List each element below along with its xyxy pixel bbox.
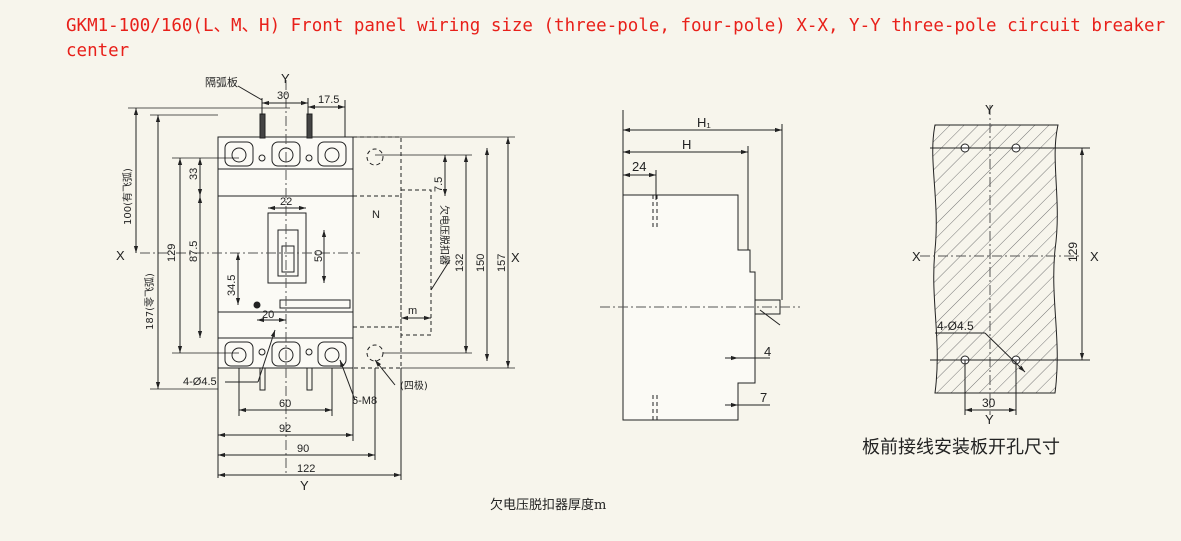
arc-plate-label: 隔弧板: [205, 75, 238, 89]
panel-dim-30: 30: [982, 396, 996, 410]
dim-7-5: 7.5: [433, 177, 445, 192]
dim-30: 30: [277, 90, 289, 102]
dim-20: 20: [262, 309, 274, 321]
label-n: N: [372, 209, 380, 221]
dim-7: 7: [760, 390, 767, 405]
panel-axis-x-right: X: [1090, 249, 1099, 264]
dim-87-5: 87.5: [188, 241, 200, 262]
dim-h: H: [682, 137, 691, 152]
label-uv: 欠电压脱扣器: [438, 205, 451, 265]
dim-100: 100(有飞弧): [121, 168, 134, 225]
side-view-labels: H₁ H 24 4 7: [632, 115, 771, 405]
panel-dim-hole: 4-Ø4.5: [937, 319, 974, 333]
dim-24: 24: [632, 159, 646, 174]
panel-axis-y-bottom: Y: [985, 412, 994, 427]
panel-caption: 板前接线安装板开孔尺寸: [862, 437, 1060, 458]
dim-hole: 4-Ø4.5: [183, 376, 217, 388]
front-view-labels: 隔弧板 Y 30 17.5 100(有飞弧) 187(零飞弧) 33 129 8…: [116, 71, 520, 493]
dim-132: 132: [454, 254, 466, 272]
dim-17-5: 17.5: [318, 94, 339, 106]
panel-axis-y-top: Y: [985, 102, 994, 117]
dim-129: 129: [166, 244, 178, 262]
panel-view-labels: Y X X 129 4-Ø4.5 30 Y: [912, 102, 1099, 427]
dim-34-5: 34.5: [226, 275, 238, 296]
page-title: GKM1-100/160(L、M、H) Front panel wiring s…: [66, 16, 1176, 61]
front-view: [128, 80, 515, 480]
dim-157: 157: [496, 254, 508, 272]
front-caption: 欠电压脱扣器厚度m: [490, 498, 607, 513]
dim-m8: 6-M8: [352, 395, 377, 407]
dim-150: 150: [475, 254, 487, 272]
four-pole-label: (四极): [400, 379, 428, 392]
axis-x-right: X: [511, 250, 520, 265]
dim-60: 60: [279, 398, 291, 410]
dim-4: 4: [764, 344, 771, 359]
side-view: [600, 110, 800, 421]
dim-92: 92: [279, 423, 291, 435]
panel-dim-129: 129: [1066, 242, 1080, 262]
dim-90: 90: [297, 443, 309, 455]
panel-axis-x-left: X: [912, 249, 921, 264]
dim-122: 122: [297, 463, 315, 475]
panel-view: [920, 105, 1090, 415]
dim-h1: H₁: [697, 115, 711, 130]
dim-33: 33: [188, 168, 200, 180]
dim-50: 50: [313, 250, 325, 262]
axis-x-left: X: [116, 248, 125, 263]
axis-y-bottom: Y: [300, 478, 309, 493]
label-m: m: [408, 305, 417, 317]
axis-y-top: Y: [281, 71, 290, 86]
dim-187: 187(零飞弧): [143, 273, 156, 330]
dim-22: 22: [280, 196, 292, 208]
